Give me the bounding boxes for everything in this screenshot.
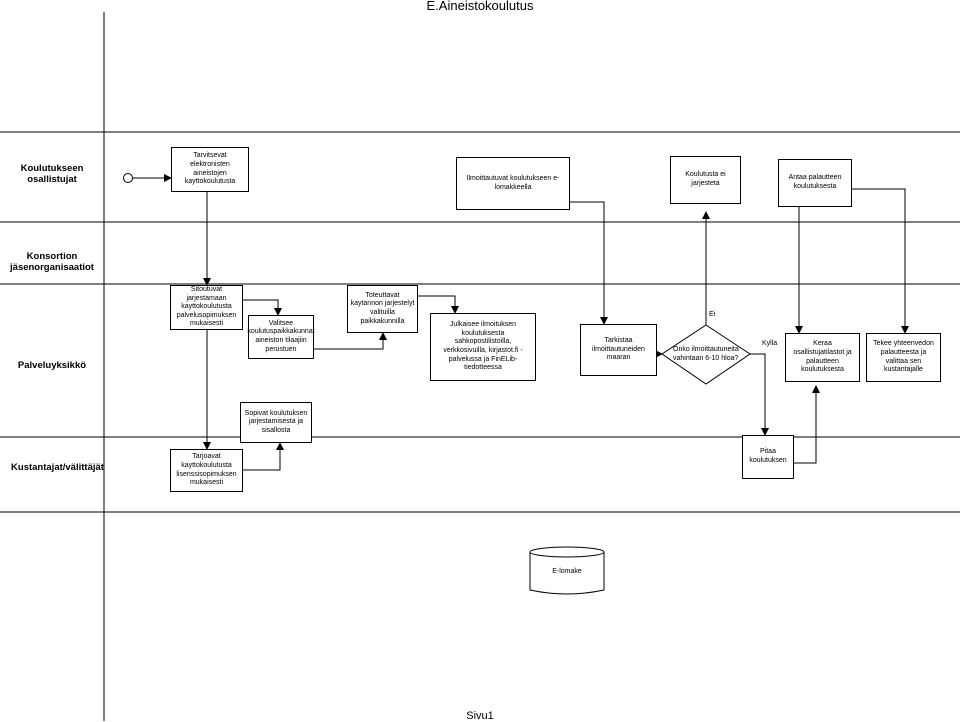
- box-text: Tarjoavat kayttokoulutusta lisenssisopim…: [176, 453, 237, 487]
- box-text: Antaa palautteen koulutuksesta: [788, 174, 842, 190]
- lane-provider: Kustantajat/välittäjät: [11, 462, 104, 473]
- label-yes: Kylla: [762, 340, 778, 347]
- box-text: Toteuttavat kaytannon jarjestelyt valitu…: [350, 291, 415, 325]
- box-collect-stats: Keraa osallistujatilastot ja palautteen …: [785, 333, 860, 382]
- lane-consortium: Konsortion jäsenorganisaatiot: [10, 251, 94, 273]
- box-hold-training: Pitaa koulutuksen: [742, 435, 794, 479]
- box-text: Ilmoittautuvat koulutukseen e-lomakkeell…: [466, 174, 560, 191]
- decision-node: [661, 324, 751, 385]
- eform-label: E-lomake: [552, 568, 582, 575]
- label-no: Ei: [709, 311, 716, 318]
- start-node: [123, 173, 133, 183]
- box-not-held: Koulutusta ei jarjesteta: [670, 156, 741, 204]
- box-check-count: Tarkistaa ilmoittautuneiden maaran: [580, 324, 657, 376]
- lane-participants: Koulutukseen osallistujat: [20, 163, 84, 185]
- box-agree: Sopivat koulutuksen jarjestamisesta ja s…: [240, 402, 312, 443]
- connector: [243, 299, 282, 316]
- box-text: Valitsee koulutuspaikkakunnat aineiston …: [247, 319, 315, 353]
- connector: [243, 442, 284, 471]
- connector: [314, 332, 387, 350]
- box-text: Tarvitsevat elektronisten aineistojen ka…: [184, 152, 236, 186]
- connector: [570, 201, 608, 325]
- box-register: Ilmoittautuvat koulutukseen e-lomakkeell…: [456, 157, 570, 210]
- database-shape: [529, 546, 605, 595]
- box-need-training: Tarvitsevat elektronisten aineistojen ka…: [171, 147, 249, 192]
- page-footer: Sivu1: [466, 710, 494, 722]
- box-text: Tekee yhteenvedon palautteesta ja valitt…: [873, 340, 934, 374]
- box-announce: Julkaisee ilmoituksen koulutuksesta sahk…: [430, 313, 536, 381]
- box-commit: Sitoutuvat jarjestamaan kayttokoulutusta…: [170, 285, 243, 330]
- box-give-feedback: Antaa palautteen koulutuksesta: [778, 159, 852, 207]
- box-text: Pitaa koulutuksen: [749, 448, 787, 464]
- box-summary: Tekee yhteenvedon palautteesta ja valitt…: [866, 333, 941, 382]
- box-choose-locations: Valitsee koulutuspaikkakunnat aineiston …: [247, 315, 315, 359]
- box-text: Keraa osallistujatilastot ja palautteen …: [793, 340, 852, 374]
- connector: [852, 188, 909, 334]
- lane-service: Palveluyksikkö: [17, 360, 87, 371]
- box-text: Julkaisee ilmoituksen koulutuksesta sahk…: [443, 321, 523, 372]
- decision-text: Onko ilmoittautuneita vahintaan 6-10 hlo…: [673, 346, 739, 362]
- box-text: Koulutusta ei jarjesteta: [685, 171, 726, 187]
- connector: [750, 353, 769, 436]
- box-implement: Toteuttavat kaytannon jarjestelyt valitu…: [347, 285, 418, 333]
- page-title: E.Aineistokoulutus: [426, 0, 534, 13]
- connector: [794, 385, 820, 464]
- box-text: Tarkistaa ilmoittautuneiden maaran: [592, 337, 645, 362]
- box-text: Sitoutuvat jarjestamaan kayttokoulutusta…: [176, 286, 237, 328]
- box-text: Sopivat koulutuksen jarjestamisesta ja s…: [244, 409, 308, 434]
- connector: [418, 295, 459, 314]
- box-offer-training: Tarjoavat kayttokoulutusta lisenssisopim…: [170, 449, 243, 492]
